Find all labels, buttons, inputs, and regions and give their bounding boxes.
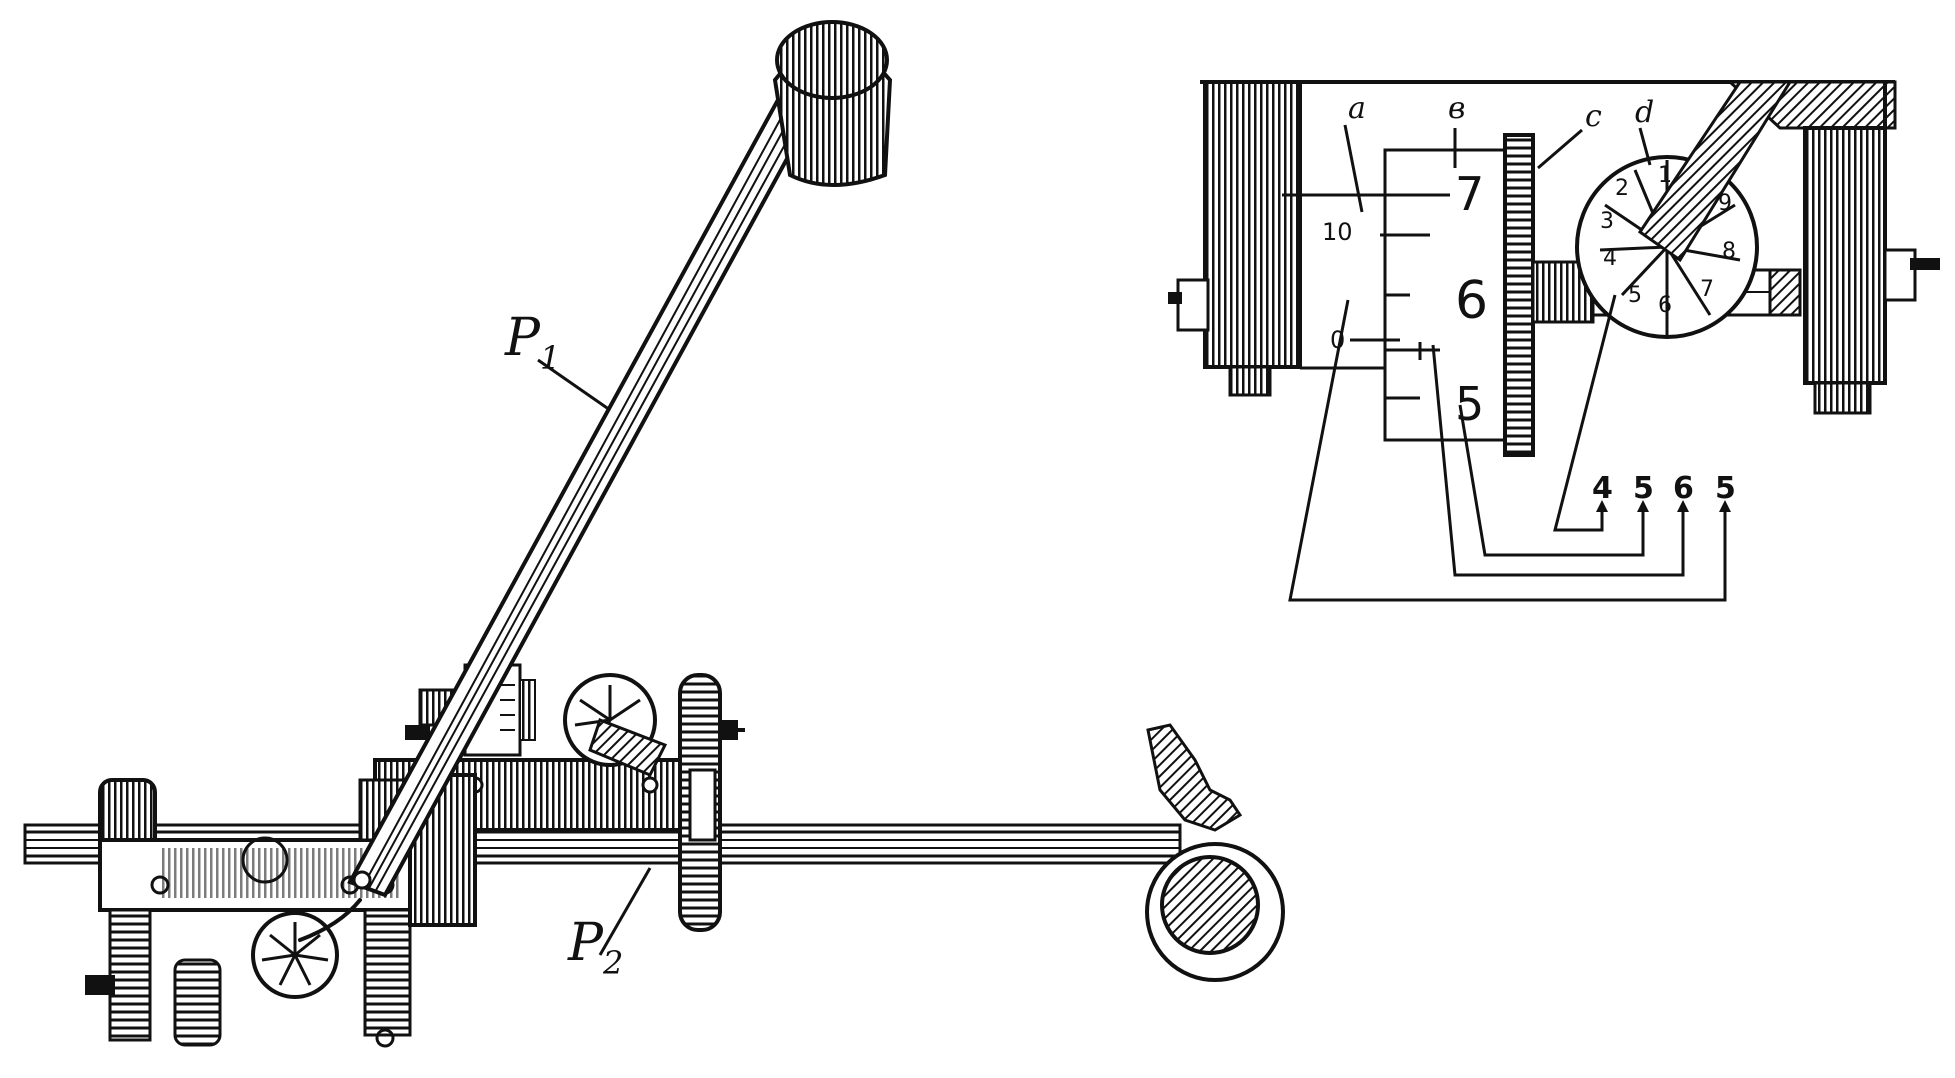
label-p2: P2 [567, 913, 623, 982]
dial-digit-5: 5 [1628, 283, 1642, 308]
right-end-piece [1145, 723, 1285, 982]
dial-digit-6: 6 [1658, 293, 1672, 318]
label-p1: P1 [504, 308, 560, 377]
dial-digit-1: 1 [1658, 163, 1672, 188]
scale-a-zero: 0 [1330, 326, 1345, 354]
readout-arrowheads [1596, 500, 1731, 512]
readout-digit-4: 5 [1715, 471, 1736, 506]
carriage-dial [563, 673, 668, 777]
readout-digit-3: 6 [1673, 471, 1694, 506]
label-d: d [1635, 95, 1654, 130]
scale-b-seven: 7 [1455, 167, 1484, 221]
label-c: c [1585, 99, 1602, 134]
dial-digit-9: 9 [1718, 191, 1732, 216]
inset-left-post [1168, 80, 1385, 397]
label-a: a [1348, 91, 1366, 126]
gear-rack-c [1503, 133, 1535, 457]
weight-bob [772, 20, 893, 187]
bottom-clamps [85, 898, 412, 1048]
p2-leader-line [598, 867, 652, 956]
readout-leaders [1288, 294, 1727, 602]
p1-leader-line [537, 358, 611, 412]
dial-digit-7: 7 [1700, 277, 1714, 302]
scale-b-five: 5 [1455, 377, 1484, 431]
inset-detail: a в c d 10 0 7 6 5 1 2 3 4 5 6 7 8 9 4 5… [1168, 80, 1940, 602]
dial-digit-2: 2 [1615, 176, 1629, 201]
main-apparatus: P1 P2 [23, 20, 1285, 1048]
readout-digit-2: 5 [1633, 471, 1654, 506]
dial-digit-3: 3 [1600, 209, 1614, 234]
dial-digit-8: 8 [1722, 239, 1736, 264]
dial-digit-4: 4 [1603, 246, 1617, 271]
scale-a-ten: 10 [1322, 218, 1353, 246]
inset-right-post [1768, 82, 1940, 415]
label-b: в [1448, 91, 1465, 126]
scale-b-six: 6 [1455, 271, 1488, 331]
pendulum-arm-p1 [347, 42, 845, 898]
large-gear-wheel [678, 673, 745, 932]
readout-digit-1: 4 [1592, 471, 1613, 506]
dial-d [1575, 80, 1793, 339]
